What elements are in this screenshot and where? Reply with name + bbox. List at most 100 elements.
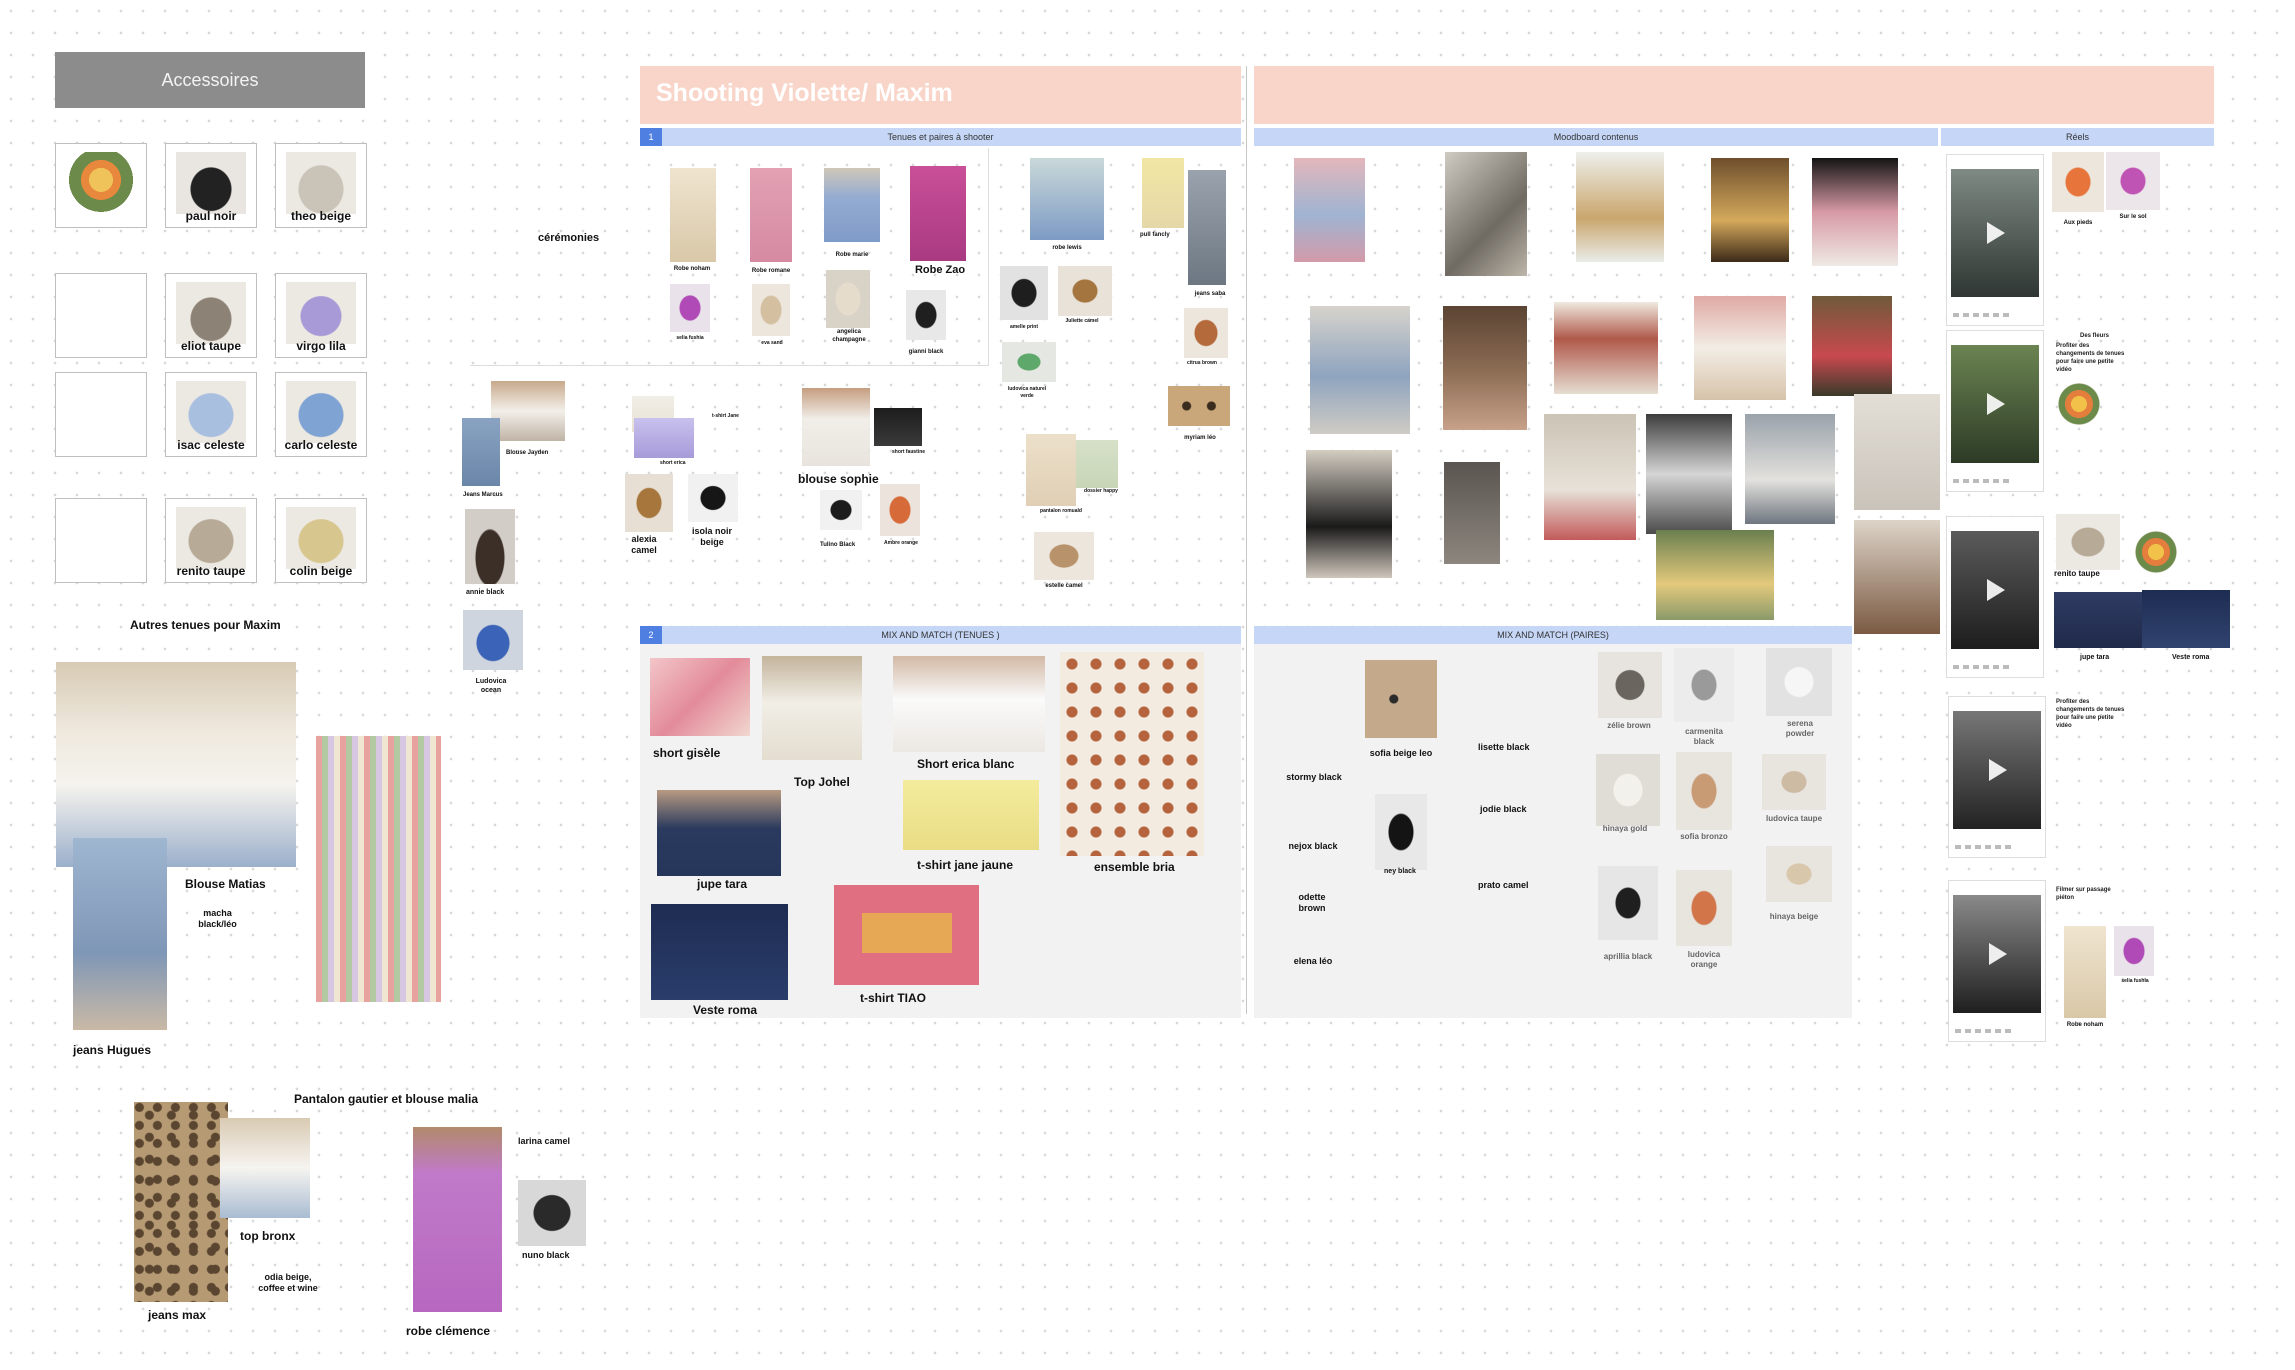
shoe-photo[interactable] — [670, 284, 710, 332]
moodboard-photo[interactable] — [1854, 394, 1940, 510]
shoe-photo[interactable] — [1002, 342, 1056, 382]
shoe-photo[interactable] — [1762, 754, 1826, 810]
ciao-tshirt-photo[interactable] — [834, 885, 979, 985]
play-icon[interactable] — [1987, 393, 2005, 415]
jacket-photo[interactable] — [651, 904, 788, 1000]
dress-photo[interactable] — [2064, 926, 2106, 1018]
shoe-photo[interactable] — [1598, 866, 1658, 940]
shoe-photo[interactable] — [465, 509, 515, 584]
shoe-photo[interactable] — [2106, 152, 2160, 210]
skirt-photo[interactable] — [657, 790, 781, 876]
play-icon[interactable] — [1987, 221, 2005, 244]
bag-photo[interactable] — [2056, 514, 2120, 570]
reel-phone[interactable] — [1946, 516, 2044, 678]
moodboard-photo[interactable] — [1646, 414, 1732, 534]
shoe-photo[interactable] — [1184, 308, 1228, 358]
shoe-photo[interactable] — [688, 474, 738, 522]
shoe-photo[interactable] — [2114, 926, 2154, 976]
shoe-photo[interactable] — [906, 290, 946, 340]
moodboard-photo[interactable] — [1812, 296, 1892, 396]
crochet-set-photo[interactable] — [1060, 652, 1204, 856]
reel-phone[interactable] — [1946, 330, 2044, 492]
skirt-photo[interactable] — [650, 658, 750, 736]
accessory-tile[interactable]: eliot taupe — [165, 273, 257, 358]
moodboard-photo[interactable] — [1854, 520, 1940, 634]
accessory-tile[interactable] — [55, 498, 147, 583]
play-icon[interactable] — [1989, 943, 2007, 965]
skirt-photo[interactable] — [2054, 592, 2144, 648]
dress-photo[interactable] — [670, 168, 716, 262]
shoe-photo[interactable] — [2052, 152, 2104, 212]
accessory-tile[interactable] — [55, 273, 147, 358]
moodboard-photo[interactable] — [1306, 450, 1392, 578]
moodboard-photo[interactable] — [1443, 306, 1527, 430]
accessory-tile[interactable]: isac celeste — [165, 372, 257, 457]
lilac-dress-photo[interactable] — [413, 1127, 502, 1312]
top-photo[interactable] — [1076, 440, 1118, 488]
moodboard-photo[interactable] — [1445, 152, 1527, 276]
sandals-photo[interactable] — [518, 1180, 586, 1246]
bouquet-photo[interactable] — [2056, 380, 2102, 428]
shoe-photo[interactable] — [1674, 648, 1734, 722]
shoe-photo[interactable] — [1766, 648, 1832, 716]
moodboard-photo[interactable] — [1694, 296, 1786, 400]
reel-phone[interactable] — [1948, 880, 2046, 1042]
shoe-photo[interactable] — [1676, 752, 1732, 830]
shorts-photo[interactable] — [893, 656, 1045, 752]
shoe-photo[interactable] — [1058, 266, 1112, 316]
shoe-photo[interactable] — [880, 484, 920, 536]
shorts-photo[interactable] — [874, 408, 922, 446]
crochet-sweater-photo[interactable] — [56, 662, 296, 867]
jacket-photo[interactable] — [2142, 590, 2230, 648]
accessory-tile[interactable]: renito taupe — [165, 498, 257, 583]
leopard-pants-photo[interactable] — [134, 1102, 228, 1302]
play-icon[interactable] — [1987, 579, 2005, 601]
shoe-photo[interactable] — [1000, 266, 1048, 320]
dress-photo[interactable] — [1030, 158, 1104, 240]
moodboard-photo[interactable] — [1576, 152, 1664, 262]
striped-outfit-photo[interactable] — [316, 736, 441, 1002]
play-icon[interactable] — [1989, 759, 2007, 781]
shoe-photo[interactable] — [1034, 532, 1094, 580]
shoe-photo[interactable] — [1598, 652, 1662, 718]
shoe-photo[interactable] — [820, 490, 862, 530]
shoe-photo[interactable] — [1365, 660, 1437, 738]
shoe-photo[interactable] — [1676, 870, 1732, 946]
jeans-photo[interactable] — [1188, 170, 1226, 285]
accessory-tile[interactable]: paul noir — [165, 143, 257, 228]
shoe-photo[interactable] — [625, 474, 673, 532]
jeans-photo[interactable] — [462, 418, 500, 486]
moodboard-photo[interactable] — [1656, 530, 1774, 620]
shoe-photo[interactable] — [826, 270, 870, 328]
accessory-tile[interactable]: colin beige — [275, 498, 367, 583]
bouquet-photo[interactable] — [2134, 530, 2178, 574]
shoe-photo[interactable] — [1596, 754, 1660, 826]
blouse-photo[interactable] — [491, 381, 565, 441]
skirt-photo[interactable] — [634, 418, 694, 458]
moodboard-photo[interactable] — [1444, 462, 1500, 564]
moodboard-photo[interactable] — [1745, 414, 1835, 524]
moodboard-photo[interactable] — [1544, 414, 1636, 540]
moodboard-photo[interactable] — [1812, 158, 1898, 266]
accessory-tile[interactable] — [55, 372, 147, 457]
accessory-tile[interactable]: carlo celeste — [275, 372, 367, 457]
shoe-photo[interactable] — [463, 610, 523, 670]
moodboard-photo[interactable] — [1310, 306, 1410, 434]
shoe-photo[interactable] — [752, 284, 790, 336]
white-top-photo[interactable] — [220, 1118, 310, 1218]
halter-top-photo[interactable] — [762, 656, 862, 760]
reel-phone[interactable] — [1946, 154, 2044, 326]
top-photo[interactable] — [1142, 158, 1184, 228]
shoe-photo[interactable] — [1168, 386, 1230, 426]
moodboard-photo[interactable] — [1711, 158, 1789, 262]
jeans-photo[interactable] — [73, 838, 167, 1030]
dress-photo[interactable] — [910, 166, 966, 261]
shoe-photo[interactable] — [1766, 846, 1832, 902]
accessory-tile[interactable] — [55, 143, 147, 228]
shoe-photo[interactable] — [1375, 794, 1427, 870]
moodboard-photo[interactable] — [1554, 302, 1658, 394]
tshirt-photo[interactable] — [903, 780, 1039, 850]
accessory-tile[interactable]: virgo lila — [275, 273, 367, 358]
moodboard-photo[interactable] — [1294, 158, 1365, 262]
dress-photo[interactable] — [824, 168, 880, 242]
